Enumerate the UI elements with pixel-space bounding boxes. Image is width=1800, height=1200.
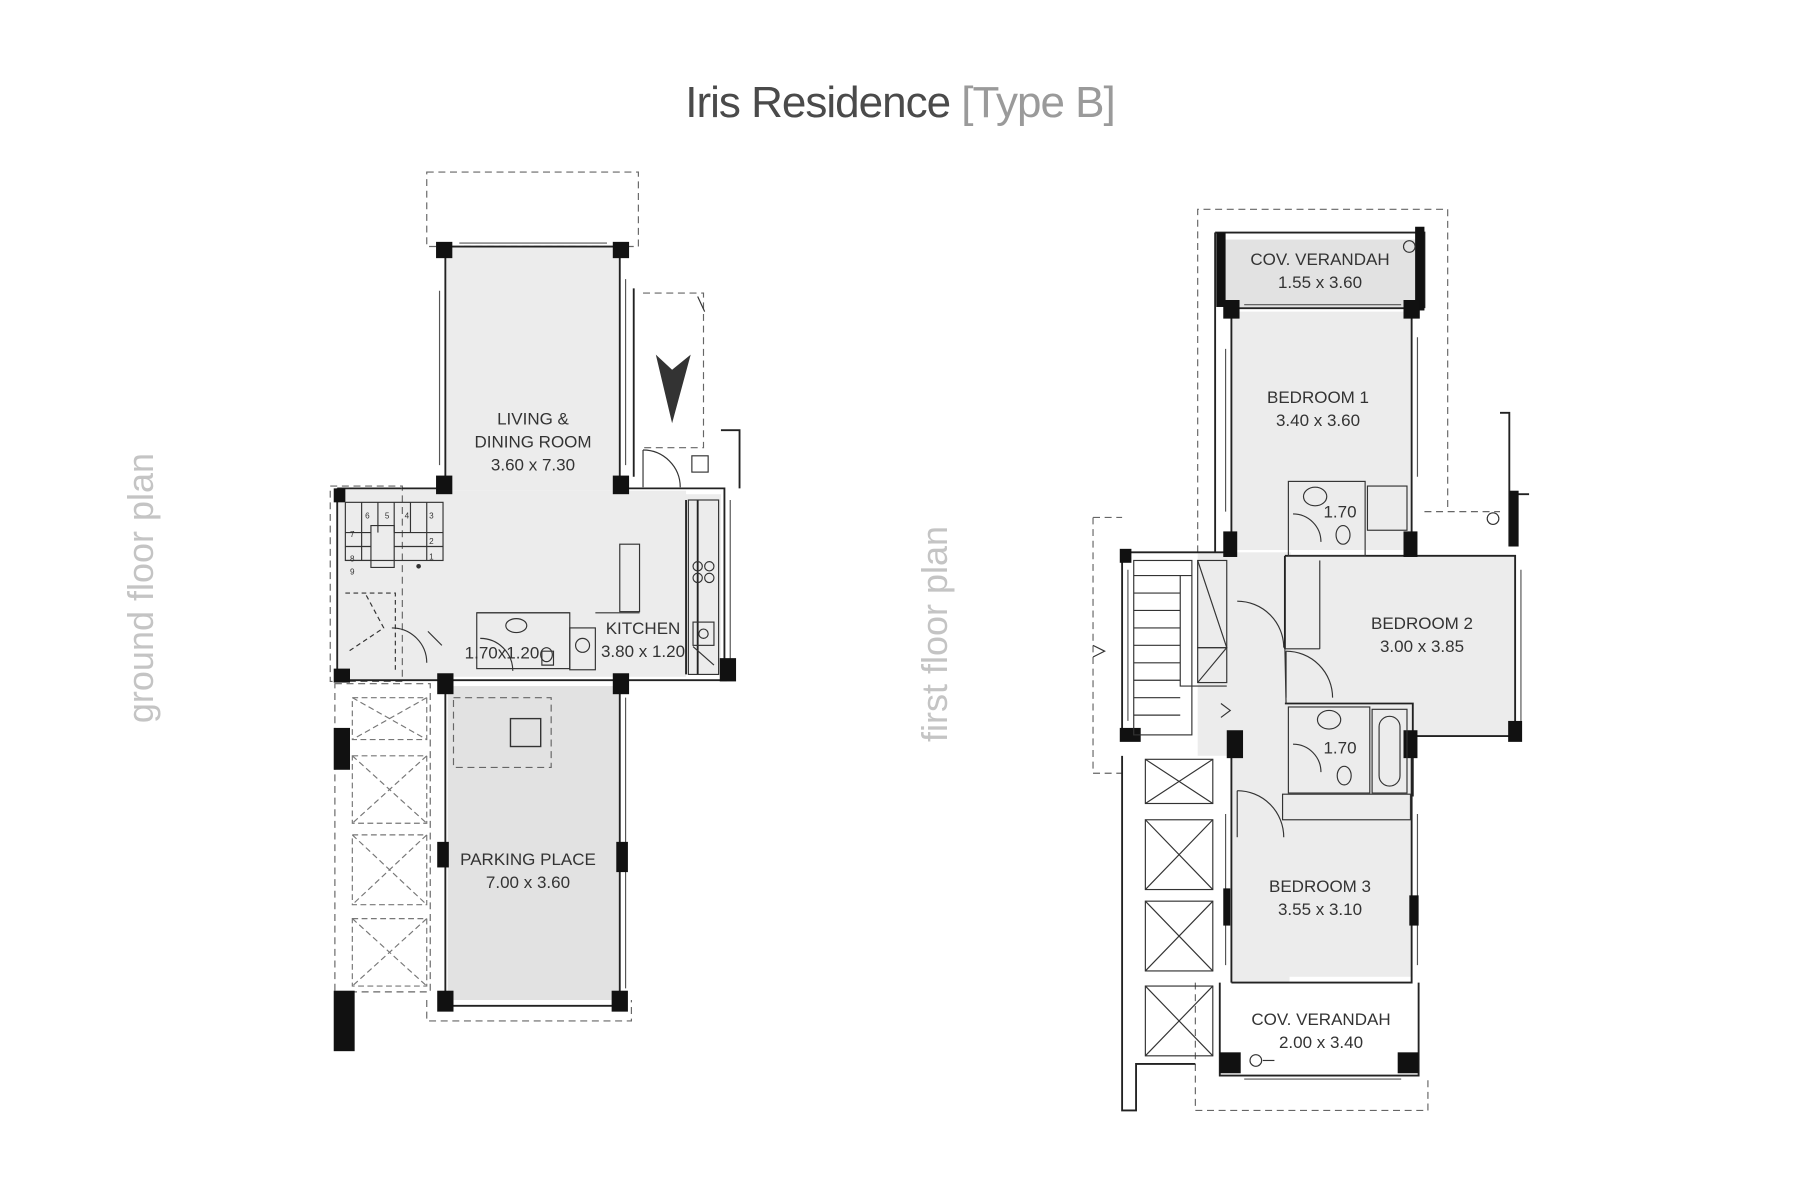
living-overhang-outline: [426, 171, 639, 248]
first-floor-plan: [1092, 208, 1530, 1112]
title-type: [Type B]: [961, 78, 1115, 127]
room-size: 3.55 x 3.10: [1277, 900, 1363, 919]
svg-text:6: 6: [365, 512, 370, 521]
room-label-bedroom2: BEDROOM 2 3.00 x 3.85: [1371, 612, 1473, 658]
room-label-bedroom1: BEDROOM 1 3.40 x 3.60: [1267, 386, 1369, 432]
svg-text:3: 3: [429, 512, 434, 521]
room-name-2: DINING ROOM: [474, 432, 592, 452]
svg-text:7: 7: [350, 530, 355, 539]
room-size: 7.00 x 3.60: [485, 873, 571, 892]
room-name: LIVING &: [497, 409, 569, 429]
room-label-wc: 1.70x1.20: [465, 642, 540, 665]
room-label-parking: PARKING PLACE 7.00 x 3.60: [460, 848, 596, 894]
room-name: KITCHEN: [605, 619, 681, 638]
parking-fill: [447, 686, 620, 1001]
skylight-outline: [452, 697, 552, 769]
room-size: 1.55 x 3.60: [1277, 273, 1363, 292]
room-name: BEDROOM 1: [1266, 388, 1370, 407]
carport-outline: [334, 683, 431, 993]
svg-text:2: 2: [429, 537, 434, 546]
verandah-bottom-fill: [1219, 982, 1419, 1076]
room-label-verandah-top: COV. VERANDAH 1.55 x 3.60: [1250, 248, 1389, 294]
room-name: PARKING PLACE: [460, 850, 596, 869]
room-size: 1.70: [1323, 738, 1357, 758]
verandah-top-fill: [1219, 239, 1419, 307]
room-name: BEDROOM 2: [1370, 614, 1474, 633]
room-label-verandah-bottom: COV. VERANDAH 2.00 x 3.40: [1251, 1008, 1390, 1054]
parking-outline: [426, 1000, 632, 1022]
page-title: Iris Residence [Type B]: [0, 78, 1800, 128]
bath-fill: [1284, 703, 1413, 797]
room-label-living: LIVING & DINING ROOM 3.60 x 7.30: [474, 408, 591, 477]
room-size: 3.60 x 7.30: [490, 455, 576, 475]
room-label-bath1: 1.70: [1323, 501, 1356, 524]
svg-text:9: 9: [350, 567, 355, 576]
svg-text:1: 1: [429, 552, 434, 561]
title-main: Iris Residence: [685, 78, 951, 127]
svg-text:8: 8: [350, 555, 355, 564]
room-size: 2.00 x 3.40: [1278, 1033, 1364, 1052]
hall-fill: [1197, 552, 1291, 756]
room-size: 3.80 x 1.20: [600, 642, 686, 661]
room-size: 3.00 x 3.85: [1379, 637, 1465, 656]
stair-fill: [337, 488, 448, 681]
room-size: 1.70x1.20: [464, 643, 540, 663]
room-label-kitchen: KITCHEN 3.80 x 1.20: [601, 617, 685, 663]
room-label-bath2: 1.70: [1323, 737, 1356, 760]
room-name: COV. VERANDAH: [1250, 250, 1390, 269]
hall2-fill: [1231, 732, 1290, 983]
ground-floor-plan: 6 5 4 3 2 1 7 8 9: [329, 171, 741, 1052]
stair-outline: [329, 485, 403, 682]
svg-text:4: 4: [405, 512, 410, 521]
room-size: 1.70: [1323, 502, 1357, 522]
north-arrow-icon: [655, 354, 691, 424]
bedroom1-fill: [1231, 311, 1412, 551]
room-size: 3.40 x 3.60: [1275, 411, 1361, 430]
room-label-bedroom3: BEDROOM 3 3.55 x 3.10: [1269, 875, 1371, 921]
entrance-canopy-outline: [643, 292, 705, 449]
room-name: COV. VERANDAH: [1251, 1010, 1391, 1029]
room-name: BEDROOM 3: [1268, 877, 1372, 896]
living-room-fill: [445, 246, 620, 491]
svg-text:5: 5: [385, 512, 390, 521]
